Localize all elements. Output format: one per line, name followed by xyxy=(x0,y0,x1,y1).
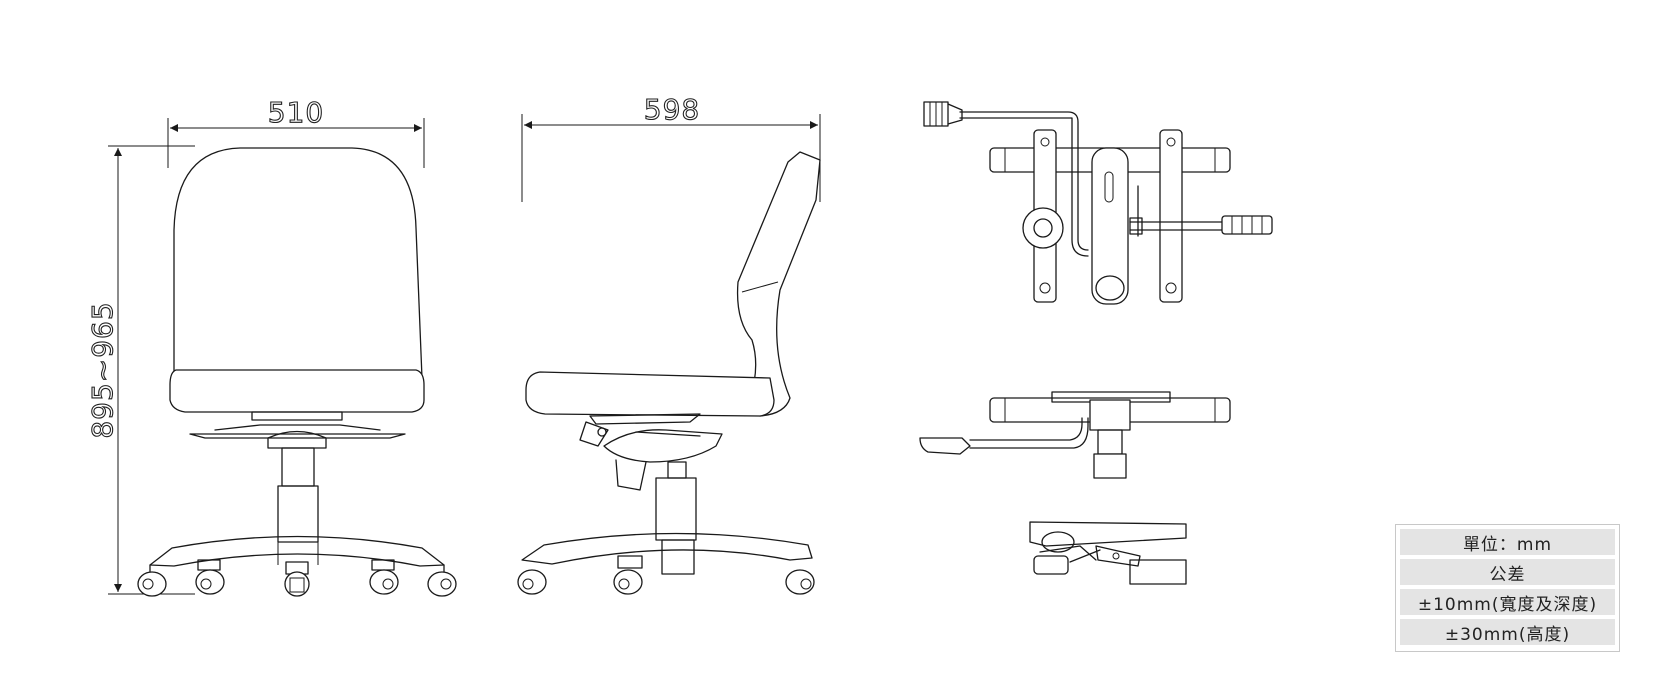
side-caster-1 xyxy=(517,569,547,595)
front-caster-1 xyxy=(137,564,167,597)
spec-tolerance-height: ±30mm(高度) xyxy=(1400,619,1615,645)
side-caster-3 xyxy=(785,569,815,595)
front-caster-2 xyxy=(195,559,225,595)
depth-dimension: 598 xyxy=(521,92,821,202)
spec-table: 單位：mm 公差 ±10mm(寬度及深度) ±30mm(高度) xyxy=(1395,524,1620,652)
side-caster-2 xyxy=(613,555,643,595)
chair-front-view xyxy=(137,147,457,597)
chair-side-view xyxy=(517,151,821,595)
width-dimension-label: 510 xyxy=(268,96,324,129)
mechanism-front-view xyxy=(919,391,1231,479)
mechanism-top-view xyxy=(923,101,1273,305)
depth-dimension-label: 598 xyxy=(644,93,700,126)
width-dimension: 510 xyxy=(167,95,425,168)
spec-tolerance-width-depth: ±10mm(寬度及深度) xyxy=(1400,589,1615,615)
front-caster-3 xyxy=(284,561,310,597)
front-caster-5 xyxy=(427,564,457,597)
front-caster-4 xyxy=(369,559,399,595)
mechanism-side-view xyxy=(1029,521,1187,585)
spec-unit: 單位：mm xyxy=(1400,529,1615,555)
height-dimension-label: 895~965 xyxy=(86,301,119,438)
spec-tolerance-title: 公差 xyxy=(1400,559,1615,585)
